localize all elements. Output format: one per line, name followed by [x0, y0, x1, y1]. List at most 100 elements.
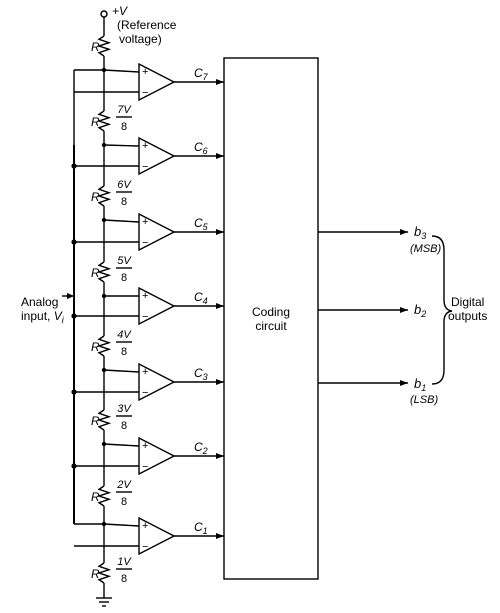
comparator: + − C1: [74, 516, 224, 556]
comparator-symbol: [138, 212, 176, 252]
comparator-output-label: C1: [194, 520, 208, 536]
tap-denominator: 8: [121, 196, 127, 208]
comparator-symbol: [138, 362, 176, 402]
comparator-output-label: C3: [194, 366, 208, 382]
comparator: + − C4: [71, 286, 224, 326]
ground-symbol: [96, 588, 112, 607]
comparator-bank: + − C7 + − C6 + − C5 + − C4 + − C3 + − C2 + − C1: [71, 62, 224, 556]
tap-voltage-label: 4V8: [116, 329, 132, 358]
outputs-label-line2: outputs: [448, 309, 487, 323]
tap-denominator: 8: [121, 272, 127, 284]
plus-sign: +: [142, 290, 148, 302]
output-bit-label: b1: [414, 376, 426, 393]
resistor-label: R: [91, 340, 100, 354]
tap-denominator: 8: [121, 573, 127, 585]
tap-denominator: 8: [121, 121, 127, 133]
comparator: + − C6: [71, 136, 224, 176]
resistor: [96, 110, 112, 132]
coding-label-line2: circuit: [255, 319, 287, 333]
comparator: + − C5: [71, 212, 224, 252]
tap-numerator: 6V: [117, 179, 132, 191]
minus-sign: −: [142, 87, 148, 99]
output-bit-label: b3: [414, 224, 426, 241]
coding-circuit: Coding circuit: [223, 57, 319, 580]
outputs-label-line1: Digital: [451, 295, 484, 309]
tap-numerator: 4V: [117, 329, 132, 341]
supply-label-line1: (Reference: [117, 18, 177, 32]
comparator: + − C3: [71, 362, 224, 402]
comparator: + − C2: [71, 436, 224, 476]
tap-voltage-label: 2V8: [116, 479, 132, 508]
digital-outputs: b3 (MSB) b2 b1(LSB): [318, 224, 442, 406]
plus-sign: +: [142, 140, 148, 152]
comparator-output-label: C7: [194, 66, 209, 82]
tap-denominator: 8: [121, 420, 127, 432]
minus-sign: −: [142, 311, 148, 323]
comparator-symbol: [138, 516, 176, 556]
comparator: + − C7: [74, 62, 224, 102]
reference-supply: +V (Reference voltage): [100, 4, 177, 46]
tap-denominator: 8: [121, 346, 127, 358]
tap-denominator: 8: [121, 496, 127, 508]
tap-numerator: 2V: [116, 479, 132, 491]
resistor: [96, 335, 112, 357]
plus-sign: +: [142, 366, 148, 378]
minus-sign: −: [142, 541, 148, 553]
resistor: [96, 562, 112, 584]
comparator-output-label: C4: [194, 290, 208, 306]
comparator-output-label: C2: [194, 440, 208, 456]
comparator-symbol: [138, 436, 176, 476]
coding-circuit-box: [223, 57, 319, 580]
resistor-label: R: [91, 190, 100, 204]
digital-output: b2: [318, 302, 426, 319]
tap-voltage-label: 5V8: [116, 255, 132, 284]
tap-voltage-label: 1V8: [116, 556, 132, 585]
supply-label-line2: voltage): [119, 32, 162, 46]
comparator-symbol: [138, 136, 176, 176]
coding-label-line1: Coding: [252, 305, 290, 319]
digital-output: b3 (MSB): [318, 224, 442, 255]
plus-sign: +: [142, 216, 148, 228]
comparator-output-label: C5: [194, 216, 209, 232]
minus-sign: −: [142, 461, 148, 473]
resistor: [96, 409, 112, 431]
minus-sign: −: [142, 237, 148, 249]
input-label-line1: Analog: [21, 295, 58, 309]
resistor: [96, 261, 112, 283]
tap-numerator: 3V: [117, 403, 132, 415]
tap-voltage-label: 7V8: [116, 104, 132, 133]
tap-voltage-label: 3V8: [116, 403, 132, 432]
plus-sign: +: [142, 520, 148, 532]
resistor-label: R: [91, 567, 100, 581]
digital-output: b1(LSB): [318, 376, 438, 406]
tap-numerator: 7V: [117, 104, 132, 116]
tap-numerator: 1V: [117, 556, 132, 568]
output-significance-note: (LSB): [410, 394, 438, 406]
resistor: [96, 185, 112, 207]
comparator-symbol: [138, 286, 176, 326]
comparator-symbol: [138, 62, 176, 102]
tap-numerator: 5V: [117, 255, 132, 267]
resistor-label: R: [91, 40, 100, 54]
resistor: [96, 35, 112, 57]
analog-input: Analog input, Vi: [21, 145, 75, 524]
minus-sign: −: [142, 387, 148, 399]
plus-sign: +: [142, 440, 148, 452]
resistor: [96, 485, 112, 507]
output-significance-note: (MSB): [410, 243, 442, 255]
resistor-label: R: [91, 266, 100, 280]
input-label-line2: input, Vi: [21, 309, 65, 325]
output-bit-label: b2: [414, 302, 426, 319]
tap-voltage-label: 6V8: [116, 179, 132, 208]
supply-symbol: +V: [112, 4, 128, 18]
resistor-label: R: [91, 115, 100, 129]
plus-sign: +: [142, 66, 148, 78]
outputs-brace: Digital outputs: [431, 235, 487, 385]
resistor-label: R: [91, 490, 100, 504]
comparator-output-label: C6: [194, 140, 208, 156]
minus-sign: −: [142, 161, 148, 173]
supply-terminal: [100, 10, 108, 18]
resistor-label: R: [91, 414, 100, 428]
